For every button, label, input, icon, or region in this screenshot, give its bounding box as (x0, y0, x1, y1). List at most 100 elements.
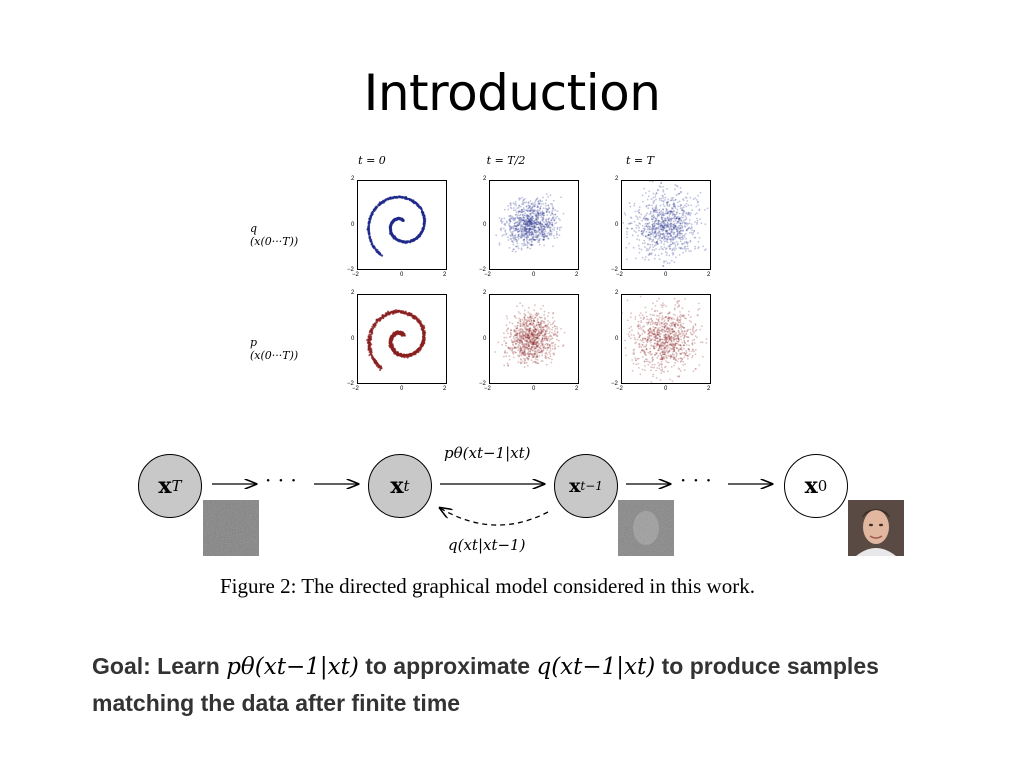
scatter-point (653, 245, 656, 247)
scatter-point (688, 310, 690, 313)
scatter-point (527, 215, 530, 217)
scatter-point (533, 356, 535, 359)
scatter-point (519, 329, 521, 332)
scatter-point (694, 348, 697, 351)
scatter-point (534, 328, 537, 330)
scatter-point (536, 341, 538, 344)
scatter-point (531, 232, 533, 235)
scatter-point (526, 329, 528, 331)
scatter-point (531, 353, 533, 356)
scatter-point (514, 250, 517, 253)
scatter-point (660, 369, 662, 372)
scatter-point (663, 323, 666, 326)
scatter-point (663, 234, 665, 237)
scatter-point (526, 325, 529, 328)
scatter-point (678, 200, 681, 203)
scatter-point (539, 224, 542, 227)
scatter-point (550, 361, 553, 364)
scatter-point (676, 230, 679, 233)
scatter-point (516, 228, 518, 231)
scatter-point (528, 231, 531, 234)
scatter-point (513, 207, 515, 209)
scatter-point (657, 327, 659, 330)
scatter-point (683, 340, 686, 343)
scatter-point (654, 194, 657, 196)
scatter-point (542, 214, 545, 217)
scatter-point (530, 223, 533, 225)
scatter-point (523, 366, 526, 368)
scatter-point (661, 342, 664, 344)
scatter-point (677, 205, 680, 208)
scatter-point (508, 226, 511, 228)
scatter-point (539, 223, 542, 225)
scatter-point (659, 239, 662, 242)
scatter-point (685, 212, 688, 214)
scatter-point (521, 214, 524, 217)
scatter-point (530, 340, 533, 343)
scatter-point (637, 362, 640, 365)
scatter-point (533, 227, 535, 230)
scatter-point (522, 226, 525, 228)
scatter-point (676, 375, 679, 378)
scatter-point (525, 333, 528, 336)
scatter-point (531, 349, 534, 352)
scatter-point (393, 311, 396, 314)
scatter-point (539, 228, 541, 231)
scatter-point (387, 197, 390, 200)
scatter-point (636, 357, 639, 360)
scatter-point (669, 210, 672, 213)
scatter-point (399, 196, 402, 199)
scatter-point (540, 320, 543, 322)
scatter-point (664, 219, 667, 222)
scatter-point (544, 333, 547, 336)
scatter-point (510, 240, 513, 242)
scatter-point (509, 219, 511, 221)
scatter-point (632, 362, 635, 365)
scatter-point (507, 239, 510, 241)
scatter-point (534, 358, 537, 360)
scatter-point (529, 340, 532, 343)
scatter-point (650, 253, 653, 256)
scatter-point (651, 223, 654, 226)
scatter-point (515, 327, 518, 330)
scatter-point (660, 225, 662, 228)
scatter-point (528, 327, 531, 330)
scatter-point (653, 210, 656, 213)
scatter-point (542, 212, 545, 214)
scatter-point (521, 329, 524, 331)
scatter-point (529, 224, 532, 226)
scatter-point (540, 339, 543, 342)
scatter-point (534, 347, 537, 350)
scatter-point (651, 332, 654, 335)
scatter-point (525, 321, 528, 323)
scatter-point (517, 321, 520, 324)
scatter-point (688, 212, 691, 215)
scatter-point (541, 212, 544, 214)
scatter-point (368, 217, 371, 220)
scatter-point (520, 334, 523, 337)
scatter-point (522, 231, 525, 234)
scatter-point (535, 337, 537, 339)
scatter-point (396, 310, 399, 313)
scatter-point (509, 220, 512, 223)
scatter-point (526, 335, 529, 338)
scatter-point (670, 337, 673, 340)
scatter-point (671, 206, 673, 209)
scatter-point (537, 212, 540, 214)
scatter-point (704, 223, 707, 226)
scatter-point (505, 336, 508, 339)
scatter-point (666, 208, 668, 211)
scatter-point (671, 249, 674, 252)
scatter-point (651, 322, 654, 325)
scatter-point (662, 232, 664, 235)
scatter-point (536, 223, 538, 226)
scatter-point (530, 340, 532, 343)
scatter-point (676, 317, 679, 320)
scatter-point (669, 223, 671, 226)
scatter-point (649, 243, 652, 246)
scatter-point (540, 235, 543, 237)
scatter-point (673, 247, 675, 250)
scatter-point (542, 207, 545, 210)
scatter-point (658, 333, 661, 336)
scatter-point (537, 335, 540, 338)
